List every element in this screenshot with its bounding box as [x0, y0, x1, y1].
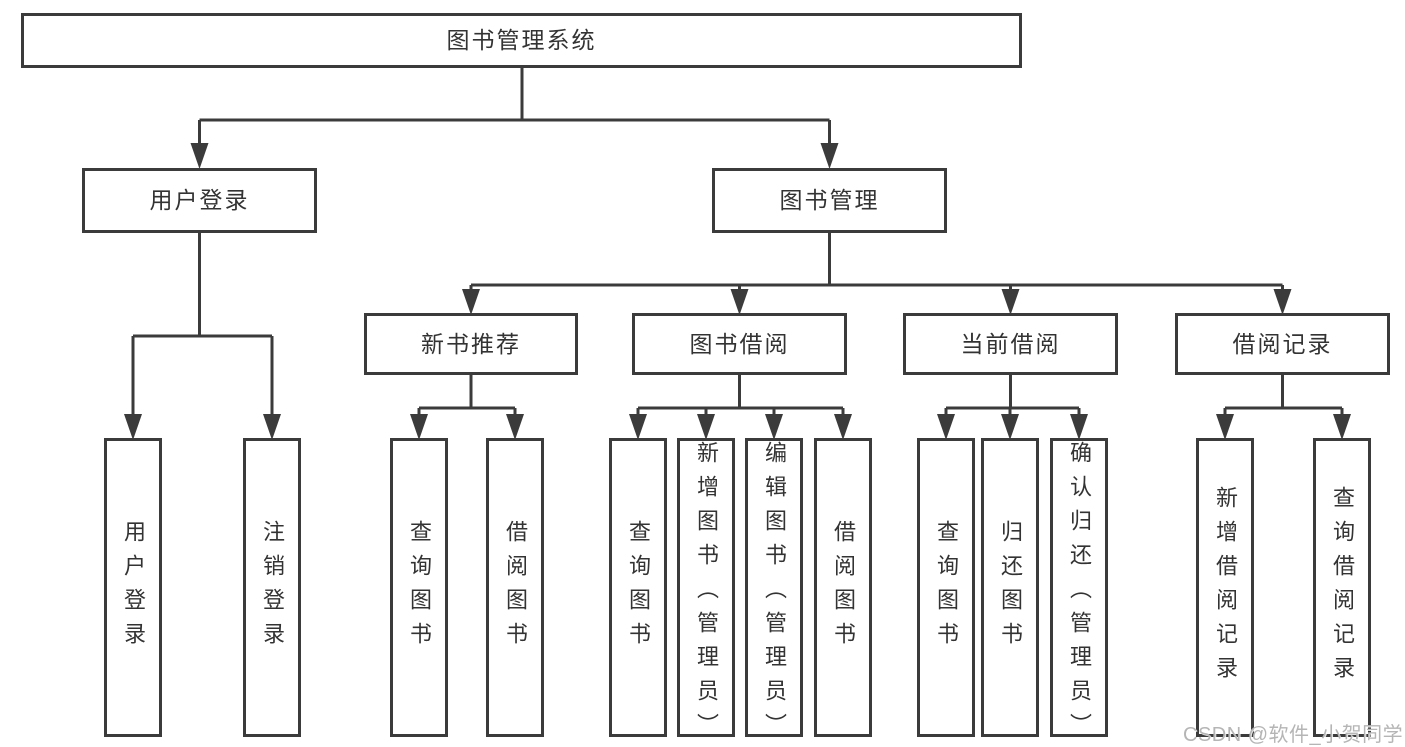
leaf-query-books-borrow: 查询图书 — [609, 438, 667, 737]
node-new-book-recommend: 新书推荐 — [364, 313, 578, 375]
leaf-query-books-recommend: 查询图书 — [390, 438, 448, 737]
leaf-user-login: 用户登录 — [104, 438, 162, 737]
node-borrow-records: 借阅记录 — [1175, 313, 1390, 375]
csdn-watermark: CSDN @软件_小贺同学 — [1183, 724, 1404, 746]
leaf-return-books: 归还图书 — [981, 438, 1039, 737]
node-book-borrow: 图书借阅 — [632, 313, 847, 375]
node-user-login: 用户登录 — [82, 168, 317, 233]
leaf-borrow-books-recommend: 借阅图书 — [486, 438, 544, 737]
leaf-add-book-admin: 新增图书（管理员） — [677, 438, 735, 747]
node-library-management-system: 图书管理系统 — [21, 13, 1022, 68]
leaf-borrow-books: 借阅图书 — [814, 438, 872, 737]
leaf-add-borrow-record: 新增借阅记录 — [1196, 438, 1254, 737]
leaf-confirm-return-admin: 确认归还（管理员） — [1050, 438, 1108, 747]
leaf-query-borrow-record: 查询借阅记录 — [1313, 438, 1371, 737]
leaf-edit-book-admin: 编辑图书（管理员） — [745, 438, 803, 747]
leaf-logout: 注销登录 — [243, 438, 301, 737]
node-book-management: 图书管理 — [712, 168, 947, 233]
node-current-borrow: 当前借阅 — [903, 313, 1118, 375]
leaf-query-books-current: 查询图书 — [917, 438, 975, 737]
